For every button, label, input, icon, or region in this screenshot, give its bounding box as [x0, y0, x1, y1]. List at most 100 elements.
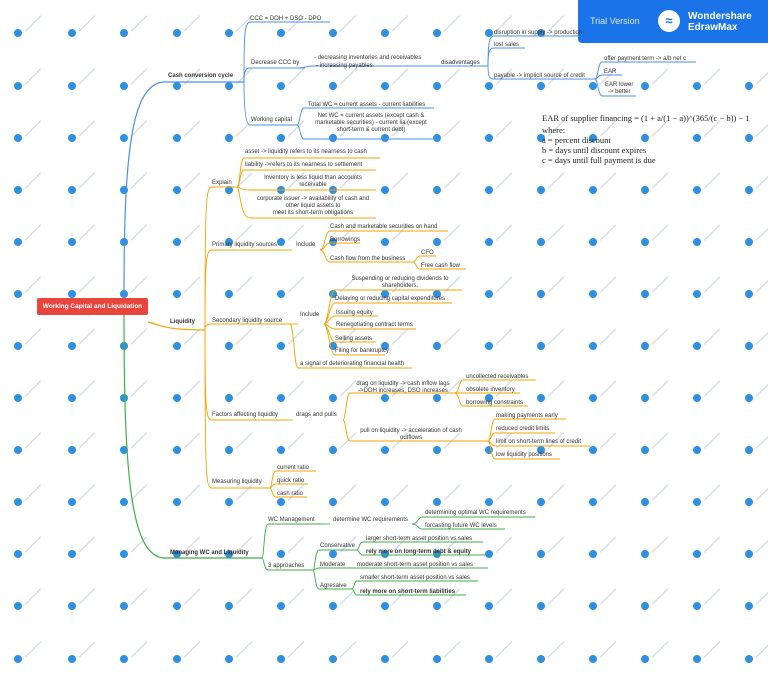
watermark-dot	[537, 186, 545, 194]
pull-3[interactable]: limit on short-term lines of credit	[496, 439, 582, 445]
watermark-dot	[173, 446, 181, 454]
watermark-dot	[14, 290, 22, 298]
lost-sales-item[interactable]: lost sales	[494, 42, 520, 48]
approach-conservative[interactable]: Conservative	[320, 543, 356, 549]
total-wc[interactable]: Total WC = current assets - current liab…	[308, 102, 426, 108]
watermark-dot	[641, 550, 649, 558]
secondary-6[interactable]: Filing for bankruptcy	[335, 348, 390, 354]
secondary-2[interactable]: Delaying or reducing capital expenditure…	[335, 296, 446, 302]
primary-cfo[interactable]: CFO	[421, 250, 434, 256]
approach-moderate[interactable]: Moderate	[320, 562, 346, 568]
watermark-dot	[173, 602, 181, 610]
ccc-formula[interactable]: CCC = DOH + DSO - DPO	[250, 16, 322, 22]
explain-1[interactable]: asset -> liquidity refers to its nearnes…	[245, 149, 367, 155]
watermark-dot	[68, 394, 76, 402]
drag-on-liquidity[interactable]: drag on liquidity -> cash inflow lags ->…	[350, 381, 456, 395]
watermark-dot	[329, 290, 337, 298]
secondary-include[interactable]: Include	[300, 312, 320, 318]
drags-and-pulls[interactable]: drags and pulls	[296, 412, 337, 418]
brand-line-2: EdrawMax	[688, 22, 738, 33]
topic-decrease-ccc[interactable]: Decrease CCC by	[251, 60, 300, 66]
primary-cash-flow[interactable]: Cash flow from the business	[330, 256, 406, 262]
measure-quick[interactable]: quick ratio	[277, 478, 305, 484]
topic-working-capital[interactable]: Working capital	[251, 117, 292, 123]
agresaive-1[interactable]: smaller short-term asset position vs sal…	[360, 575, 471, 581]
watermark-dot	[68, 498, 76, 506]
requirement-2[interactable]: forcasting future WC levels	[425, 523, 497, 529]
topic-secondary-source[interactable]: Secondary liquidity source	[212, 318, 283, 324]
watermark-dot	[745, 238, 753, 246]
payable-item[interactable]: payable -> implicit source of credit	[494, 73, 585, 79]
determine-wc[interactable]: determine WC requirements	[333, 517, 409, 523]
explain-3[interactable]: Inventory is less liquid than accounts r…	[250, 175, 376, 189]
decrease-desc-1[interactable]: - decreasing inventories and receivables	[314, 55, 422, 61]
topic-managing-wc[interactable]: Managing WC and Liquidity	[170, 550, 249, 556]
ear-item[interactable]: EAR	[604, 69, 617, 75]
watermark-dot	[485, 290, 493, 298]
secondary-3[interactable]: Issuing equity	[336, 310, 373, 316]
measure-cash[interactable]: cash ratio	[277, 491, 304, 497]
topic-3-approaches[interactable]: 3 approaches	[268, 563, 305, 569]
primary-borrowings[interactable]: Borrowings	[330, 237, 361, 243]
pull-1[interactable]: making payments early	[496, 413, 558, 419]
topic-primary-sources[interactable]: Primary liquidity sources	[212, 242, 278, 248]
agresaive-2[interactable]: rely more on short-term liabilities	[360, 589, 456, 595]
watermark-dot	[589, 238, 597, 246]
net-wc[interactable]: Net WC = current assets (except cash & m…	[304, 113, 438, 134]
explain-4[interactable]: corporate issuer -> availability of cash…	[248, 196, 378, 217]
root-topic[interactable]: Working Capital and Liquidation	[37, 298, 148, 315]
watermark-dot	[225, 342, 233, 350]
explain-2[interactable]: liability ->refers to its nearness to se…	[245, 162, 363, 168]
trial-version-badge[interactable]: Trial Version ≈ Wondershare EdrawMax	[578, 0, 768, 43]
disruption-item[interactable]: disruption in supply -> production	[494, 30, 583, 36]
topic-disadvantages[interactable]: disadventages	[441, 60, 480, 66]
ear-lower-1[interactable]: EAR lower	[605, 82, 634, 88]
watermark-dot	[433, 186, 441, 194]
pull-on-liquidity[interactable]: pull on liquidity -> acceleration of cas…	[350, 428, 472, 442]
watermark-dot	[381, 498, 389, 506]
decrease-desc-2[interactable]: - increasing payables	[316, 63, 373, 69]
secondary-1[interactable]: Suspending or reducing dividends to shar…	[338, 276, 462, 290]
pull-4[interactable]: low liquidity positions	[496, 452, 553, 458]
watermark-dot	[277, 446, 285, 454]
watermark-dot	[693, 446, 701, 454]
moderate-1[interactable]: moderate short-term asset position vs sa…	[357, 562, 474, 568]
primary-cash[interactable]: Cash and marketable securities on hand	[330, 224, 438, 230]
conservative-2[interactable]: rely more on long-term debt & equity	[366, 549, 472, 555]
watermark-dot	[641, 655, 649, 663]
watermark-dot	[485, 238, 493, 246]
ear-lower-2[interactable]: -> better	[608, 89, 631, 95]
watermark-dot	[641, 602, 649, 610]
watermark-dot	[225, 290, 233, 298]
watermark-dot	[14, 29, 22, 37]
watermark-dot	[433, 394, 441, 402]
approach-agresaive[interactable]: Agresaive	[320, 583, 347, 589]
drag-3[interactable]: borrowing constraints	[466, 400, 524, 406]
pull-2[interactable]: reduced credit limits	[496, 426, 550, 432]
watermark-dot	[485, 186, 493, 194]
topic-factors[interactable]: Factors affecting liquidity	[212, 412, 278, 418]
drag-2[interactable]: obsolete inventory	[466, 387, 515, 393]
topic-measuring[interactable]: Measuring liquidity	[212, 479, 262, 485]
formula-line-3: a = percent discount	[542, 135, 611, 145]
conservative-1[interactable]: larger short-term asset position vs sale…	[366, 536, 473, 542]
drag-1[interactable]: uncollected receivables	[466, 374, 529, 380]
secondary-4[interactable]: Renegotiating contract terms	[336, 322, 413, 328]
measure-current[interactable]: current ratio	[277, 465, 310, 471]
watermark-dot	[120, 186, 128, 194]
topic-explain[interactable]: Explain	[212, 180, 232, 186]
topic-wc-management[interactable]: WC Management	[268, 517, 315, 523]
branch-line-ccc	[123, 81, 244, 299]
secondary-5[interactable]: Selling assets	[335, 336, 373, 342]
watermark-dot	[173, 498, 181, 506]
offer-term-item[interactable]: offer payment term -> a/b net c	[604, 56, 687, 62]
watermark-dot	[433, 342, 441, 350]
requirement-1[interactable]: determining optimal WC requirements	[425, 510, 526, 516]
watermark-dot	[329, 134, 337, 142]
brand-line-1: Wondershare	[688, 11, 752, 22]
topic-cash-conversion-cycle[interactable]: Cash conversion cycle	[168, 73, 234, 79]
secondary-signal[interactable]: a signal of deteriorating financial heal…	[300, 361, 405, 367]
primary-include[interactable]: Include	[296, 242, 316, 248]
topic-liquidity[interactable]: Liquidity	[170, 319, 195, 325]
primary-fcf[interactable]: Free cash flow	[421, 263, 461, 269]
